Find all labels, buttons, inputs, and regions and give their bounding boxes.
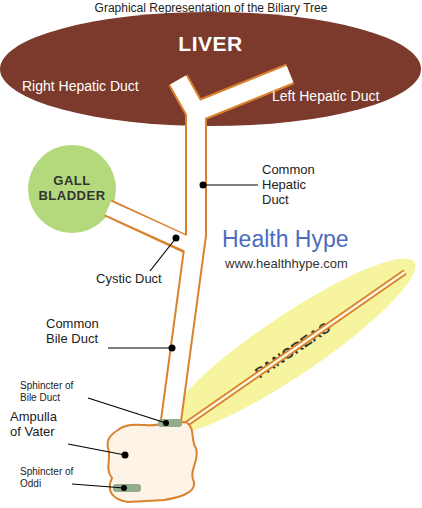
cystic-duct [108, 208, 192, 246]
common-duct-outline [170, 106, 196, 428]
sphincter-label: Sphincter of Bile Duct [20, 380, 90, 403]
sphincter-label: Sphincter of Oddi [20, 466, 74, 489]
duct-label: Cystic Duct [96, 272, 206, 287]
watermark-url: www.healthhype.com [225, 257, 415, 272]
leader-dot [173, 235, 180, 242]
node-text-holder: LIVER [0, 12, 421, 126]
cystic-duct-outline [108, 208, 190, 246]
leader-dot [200, 182, 207, 189]
node-label: PANCREAS [252, 318, 334, 381]
ampulla-shape [108, 422, 197, 502]
oddi-sphincter [113, 484, 141, 492]
node-outline [0, 12, 421, 126]
liver-ellipse: LIVER [0, 12, 421, 126]
duct-label: Common Bile Duct [46, 317, 108, 347]
leader-dot [121, 485, 127, 491]
ampulla-label: Ampulla of Vater [10, 410, 68, 440]
node-label: GALL BLADDER [36, 174, 108, 204]
leader-line [68, 444, 125, 455]
gallbladder-circle: GALL BLADDER [28, 145, 116, 233]
leader-line [203, 184, 258, 185]
leader-line [72, 484, 124, 488]
leader-line [108, 347, 172, 348]
node-label: LIVER [178, 32, 242, 56]
node-text-holder: GALL BLADDER [28, 145, 116, 233]
leader-line [150, 238, 176, 271]
node-shape [0, 12, 421, 126]
duct-label: Common Hepatic Duct [262, 163, 324, 208]
leader-dots [121, 182, 207, 492]
duct-label: Left Hepatic Duct [272, 88, 412, 104]
watermark-brand: Health Hype [222, 226, 412, 252]
common-duct [170, 106, 196, 428]
leader-line [88, 398, 166, 423]
leader-dot [122, 452, 129, 459]
leader-dot [169, 345, 176, 352]
node-shape [28, 145, 116, 233]
duct-label: Right Hepatic Duct [22, 78, 172, 94]
node-shape [149, 237, 422, 455]
diagram-title: Graphical Representation of the Biliary … [0, 1, 422, 15]
